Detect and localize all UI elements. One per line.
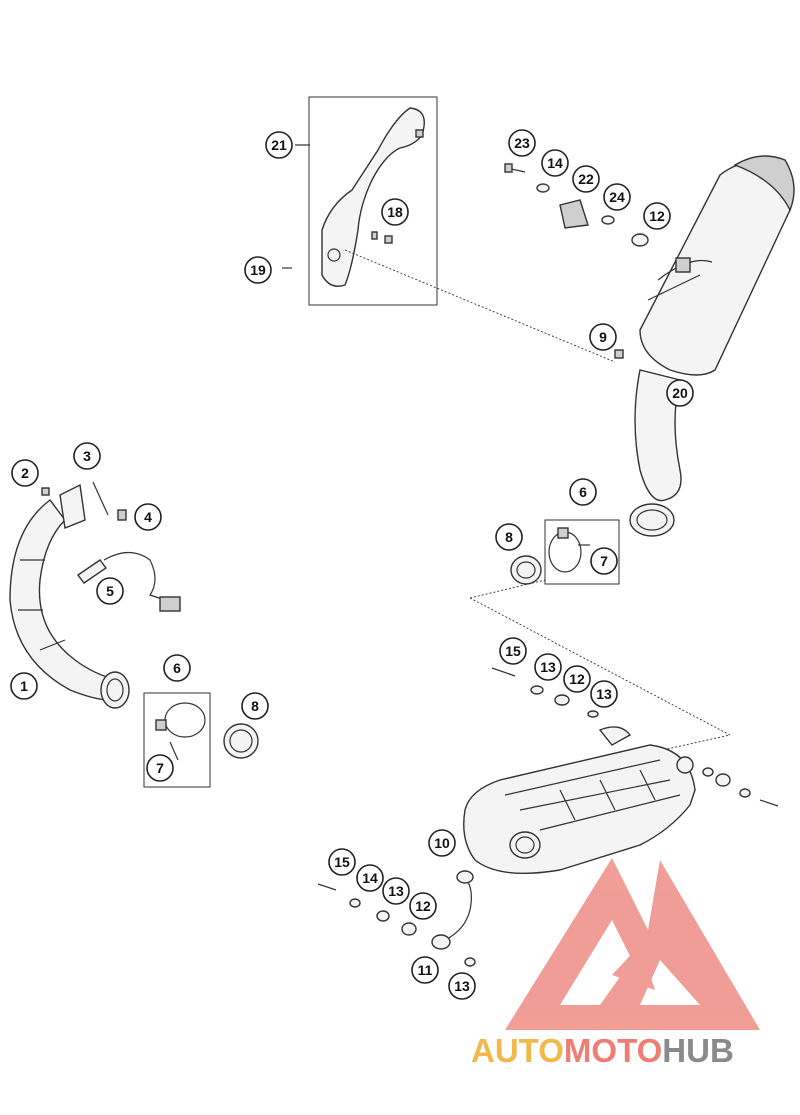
svg-text:14: 14 — [547, 155, 563, 171]
svg-text:15: 15 — [334, 854, 350, 870]
callout-5: 5 — [96, 577, 124, 605]
automotohub-logo — [505, 858, 760, 1030]
callout-19: 19 — [244, 256, 272, 284]
svg-text:1: 1 — [20, 678, 28, 694]
callout-13: 13 — [534, 653, 562, 681]
svg-text:13: 13 — [454, 978, 470, 994]
svg-text:13: 13 — [540, 659, 556, 675]
callout-14: 14 — [356, 864, 384, 892]
callout-24: 24 — [603, 183, 631, 211]
svg-text:23: 23 — [514, 135, 530, 151]
heat-shield-box — [308, 96, 438, 306]
svg-text:18: 18 — [387, 204, 403, 220]
svg-text:6: 6 — [579, 484, 587, 500]
callout-1: 1 — [10, 672, 38, 700]
callout-12: 12 — [563, 665, 591, 693]
svg-text:14: 14 — [362, 870, 378, 886]
callout-9: 9 — [589, 323, 617, 351]
svg-text:4: 4 — [144, 509, 152, 525]
callout-15: 15 — [328, 848, 356, 876]
callout-22: 22 — [572, 165, 600, 193]
clamp-right — [548, 527, 590, 573]
heat-shield — [282, 107, 425, 287]
watermark-moto: MOTO — [564, 1032, 662, 1069]
callout-15: 15 — [499, 637, 527, 665]
svg-text:21: 21 — [271, 137, 287, 153]
svg-text:15: 15 — [505, 643, 521, 659]
svg-text:20: 20 — [672, 385, 688, 401]
svg-text:11: 11 — [418, 962, 433, 978]
callout-13: 13 — [448, 972, 476, 1000]
lead-lines — [295, 144, 731, 756]
callout-8: 8 — [241, 692, 269, 720]
callout-21: 21 — [265, 131, 293, 159]
svg-text:2: 2 — [21, 465, 29, 481]
svg-text:10: 10 — [434, 835, 450, 851]
callout-6: 6 — [163, 654, 191, 682]
callout-20: 20 — [666, 379, 694, 407]
svg-text:19: 19 — [250, 262, 266, 278]
svg-text:13: 13 — [596, 686, 612, 702]
callout-12: 12 — [643, 202, 671, 230]
watermark-auto: AUTO — [471, 1032, 564, 1069]
callout-13: 13 — [382, 877, 410, 905]
muffler-mount-hardware — [504, 163, 649, 247]
gasket-left — [223, 723, 259, 759]
callout-14: 14 — [541, 149, 569, 177]
svg-text:8: 8 — [505, 529, 513, 545]
lower-hardware — [317, 667, 779, 967]
callout-7: 7 — [590, 547, 618, 575]
watermark-hub: HUB — [662, 1032, 734, 1069]
callout-8: 8 — [495, 523, 523, 551]
catalyst-box — [463, 726, 696, 874]
oxygen-sensor — [77, 551, 181, 612]
callout-6: 6 — [569, 478, 597, 506]
gasket-right — [510, 555, 542, 585]
callout-13: 13 — [590, 680, 618, 708]
clamp-left — [155, 702, 206, 761]
svg-text:5: 5 — [106, 583, 114, 599]
callout-18: 18 — [381, 198, 409, 226]
watermark-text: AUTOMOTOHUB — [471, 1032, 734, 1069]
header-pipe — [9, 481, 130, 709]
muffler — [614, 155, 795, 537]
svg-text:7: 7 — [600, 553, 608, 569]
callout-4: 4 — [134, 503, 162, 531]
svg-text:6: 6 — [173, 660, 181, 676]
svg-text:9: 9 — [599, 329, 607, 345]
svg-text:22: 22 — [578, 171, 594, 187]
callout-3: 3 — [73, 442, 101, 470]
callout-23: 23 — [508, 129, 536, 157]
callout-11: 11 — [411, 956, 439, 984]
callout-7: 7 — [146, 754, 174, 782]
svg-text:24: 24 — [609, 189, 625, 205]
callout-10: 10 — [428, 829, 456, 857]
svg-text:13: 13 — [388, 883, 404, 899]
svg-text:12: 12 — [415, 898, 431, 914]
svg-text:12: 12 — [569, 671, 585, 687]
svg-text:12: 12 — [649, 208, 665, 224]
svg-text:8: 8 — [251, 698, 259, 714]
callout-12: 12 — [409, 892, 437, 920]
svg-text:3: 3 — [83, 448, 91, 464]
svg-text:7: 7 — [156, 760, 164, 776]
clamp-box-right — [544, 519, 620, 585]
clamp-box-left — [143, 692, 211, 788]
mounting-bracket — [431, 870, 474, 950]
callout-2: 2 — [11, 459, 39, 487]
